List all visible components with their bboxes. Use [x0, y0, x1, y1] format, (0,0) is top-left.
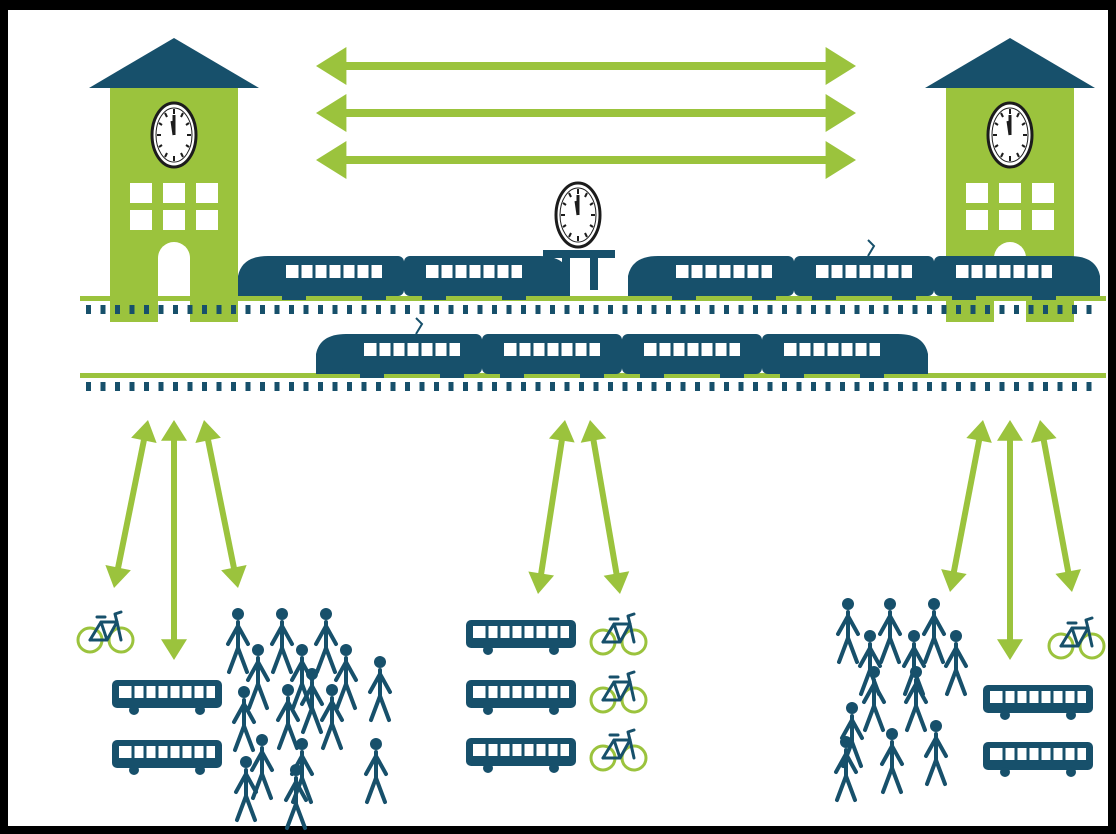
train-car	[620, 332, 764, 376]
hubs	[76, 420, 1106, 830]
upper-track	[80, 296, 1106, 314]
left-hub	[76, 420, 392, 830]
train-car	[760, 332, 904, 376]
access-arrow	[580, 420, 630, 594]
left-station	[89, 38, 259, 322]
train-car	[340, 332, 484, 376]
train-car	[262, 254, 406, 298]
train-car	[652, 254, 796, 298]
trains	[238, 239, 1100, 378]
intercity-arrow	[316, 47, 856, 85]
upper-right-train	[628, 239, 1100, 300]
access-arrow	[528, 420, 575, 594]
train-car	[792, 254, 936, 298]
train-car	[480, 332, 624, 376]
intercity-arrows	[316, 47, 856, 179]
right-hub	[834, 420, 1106, 802]
intercity-arrow	[316, 141, 856, 179]
upper-left-train	[238, 254, 570, 300]
access-arrow	[105, 420, 157, 588]
access-arrow	[195, 420, 247, 588]
train-car	[932, 254, 1076, 298]
access-arrow	[941, 420, 992, 592]
center-hub	[464, 420, 648, 775]
lower-train	[316, 317, 928, 378]
intercity-arrow	[316, 94, 856, 132]
access-arrow	[161, 420, 187, 660]
access-arrow	[997, 420, 1023, 660]
clock-icon	[554, 181, 602, 249]
access-arrow	[1031, 420, 1081, 592]
train-car	[402, 254, 546, 298]
